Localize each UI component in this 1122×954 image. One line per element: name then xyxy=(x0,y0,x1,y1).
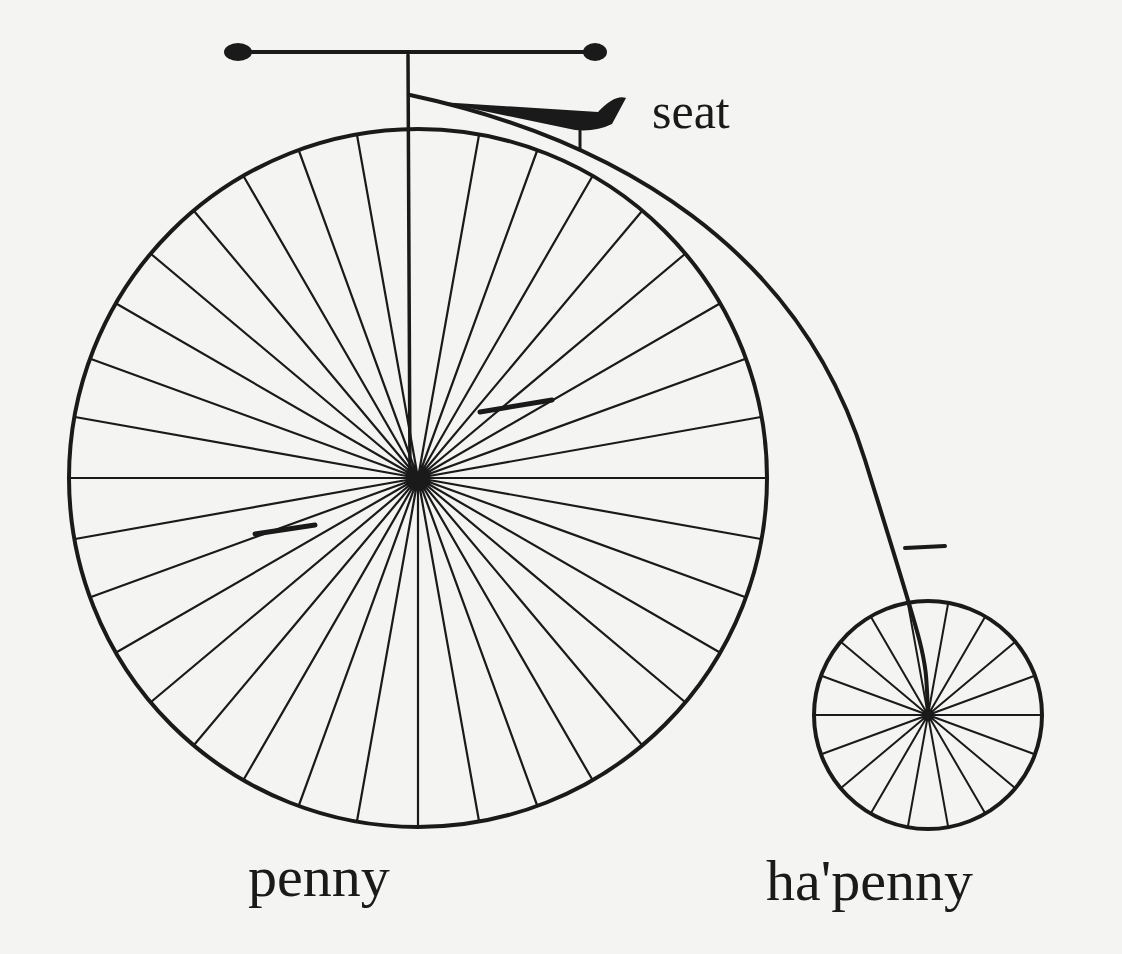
seat xyxy=(440,97,626,130)
handlebar xyxy=(228,50,598,54)
pedal xyxy=(480,400,552,412)
hub xyxy=(923,710,933,720)
hub xyxy=(412,472,424,484)
part-label: seat xyxy=(652,86,730,136)
handlebar-grip xyxy=(224,43,252,61)
step-peg xyxy=(905,546,945,548)
big-wheel-spokes xyxy=(70,135,766,826)
small-wheel-spokes xyxy=(815,604,1041,826)
seat-post xyxy=(579,128,582,150)
big-wheel-rim xyxy=(69,129,767,827)
handlebar-grip xyxy=(583,43,607,61)
frame-backbone xyxy=(410,95,928,712)
part-label: penny xyxy=(248,848,390,906)
pedal xyxy=(255,525,315,534)
part-label: ha'penny xyxy=(766,852,973,910)
small-wheel-rim xyxy=(814,601,1042,829)
steering-stem xyxy=(408,55,410,478)
